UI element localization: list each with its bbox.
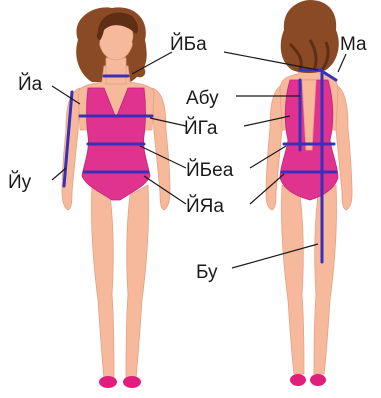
back-left-shoe: [290, 374, 306, 386]
leader-shoulder-back-2: [338, 54, 346, 72]
label-back-length: Бу: [196, 262, 218, 283]
back-right-shoe: [310, 374, 326, 386]
label-arm-top: Йа: [18, 73, 43, 95]
leader-back-length: [232, 244, 318, 268]
label-neck-front: ЙБа: [170, 33, 207, 55]
back-figure: [266, 0, 352, 386]
back-hair: [281, 0, 339, 73]
front-left-leg: [91, 185, 114, 378]
back-left-leg: [281, 185, 304, 374]
front-left-shoe: [99, 376, 117, 388]
label-arm-length: Йу: [8, 171, 32, 193]
back-right-leg: [314, 185, 337, 374]
label-shoulder-back: Ма: [340, 34, 367, 55]
label-hips: ЙЯа: [186, 195, 224, 217]
label-back-width: Абу: [186, 88, 219, 109]
front-figure: [62, 7, 170, 388]
label-waist: ЙБеа: [186, 159, 234, 181]
label-bust: ЙГа: [184, 117, 218, 139]
front-neck: [106, 58, 126, 84]
front-right-leg: [126, 185, 149, 378]
front-right-shoe: [123, 376, 141, 388]
